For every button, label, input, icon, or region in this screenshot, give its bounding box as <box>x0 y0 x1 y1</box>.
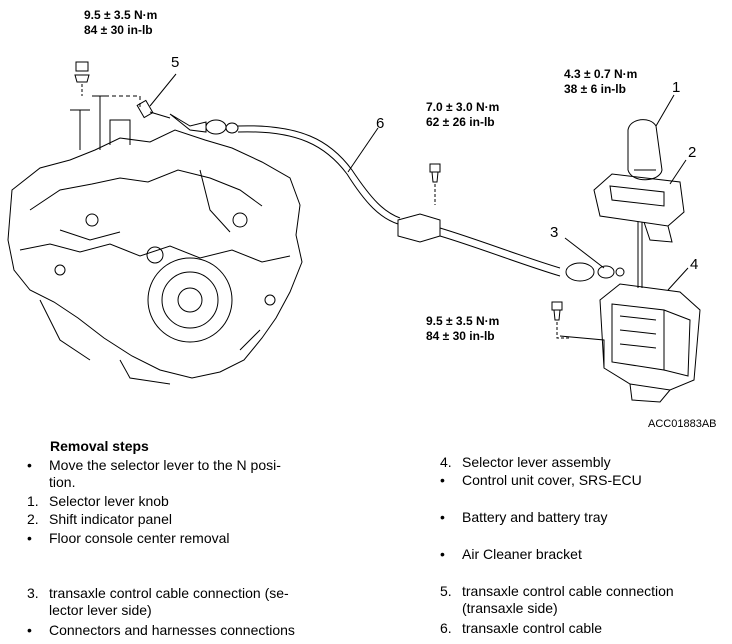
transaxle-bolt-icon <box>74 61 90 96</box>
step-item: • Connectors and harnesses connections <box>27 622 347 639</box>
transaxle-illustration <box>7 95 303 385</box>
step-text: Connectors and harnesses connections <box>49 622 295 638</box>
step-text: Air Cleaner bracket <box>462 546 582 562</box>
step-marker: 6. <box>440 620 452 636</box>
selector-lever-assembly-illustration <box>559 222 701 403</box>
step-item: • Air Cleaner bracket <box>440 546 720 563</box>
figure-id: ACC01883AB <box>648 418 717 430</box>
step-marker: • <box>440 546 445 562</box>
step-marker: • <box>27 530 32 546</box>
step-text: lector lever side) <box>49 602 152 618</box>
step-item: • Floor console center removal <box>27 530 347 547</box>
step-text: Shift indicator panel <box>49 511 172 527</box>
step-item: 5. transaxle control cable connection (t… <box>440 583 720 617</box>
transaxle-control-cable <box>136 99 625 282</box>
callout-4: 4 <box>690 256 699 273</box>
torque-nm: 7.0 ± 3.0 N·m <box>426 100 500 114</box>
step-text: tion. <box>49 474 76 490</box>
step-text: transaxle control cable <box>462 620 603 636</box>
torque-label-knob: 4.3 ± 0.7 N·m 38 ± 6 in-lb <box>564 67 637 97</box>
step-marker: 1. <box>27 493 39 509</box>
torque-inlb: 62 ± 26 in-lb <box>426 115 495 129</box>
bracket-bolt-icon <box>429 163 441 205</box>
step-marker: 3. <box>27 585 39 601</box>
selector-lever-knob-illustration <box>627 119 663 181</box>
step-text: transaxle control cable connection (se- <box>49 585 289 601</box>
callout-6: 6 <box>376 115 385 132</box>
step-item: 2. Shift indicator panel <box>27 511 347 528</box>
step-marker: 4. <box>440 454 452 470</box>
step-marker: • <box>27 622 32 638</box>
step-text: Control unit cover, SRS-ECU <box>462 472 642 488</box>
torque-nm: 4.3 ± 0.7 N·m <box>564 67 638 81</box>
step-marker: • <box>440 509 445 525</box>
step-item: 3. transaxle control cable connection (s… <box>27 585 347 619</box>
torque-inlb: 84 ± 30 in-lb <box>84 23 153 37</box>
step-item: • Battery and battery tray <box>440 509 720 526</box>
step-marker: 2. <box>27 511 39 527</box>
step-text: (transaxle side) <box>462 600 558 616</box>
torque-nm: 9.5 ± 3.5 N·m <box>426 314 500 328</box>
step-text: Floor console center removal <box>49 530 230 546</box>
shift-indicator-panel-illustration <box>593 173 685 243</box>
removal-steps-title: Removal steps <box>50 438 149 454</box>
torque-label-bracket-bolt: 7.0 ± 3.0 N·m 62 ± 26 in-lb <box>426 100 499 130</box>
step-item: 1. Selector lever knob <box>27 493 347 510</box>
torque-nm: 9.5 ± 3.5 N·m <box>84 8 158 22</box>
torque-label-transaxle-bolt: 9.5 ± 3.5 N·m 84 ± 30 in-lb <box>84 8 157 38</box>
step-text: Battery and battery tray <box>462 509 608 525</box>
step-item: 6. transaxle control cable <box>440 620 720 637</box>
callout-1: 1 <box>672 79 681 96</box>
callout-2: 2 <box>688 144 697 161</box>
step-item: • Move the selector lever to the N posi-… <box>27 457 347 491</box>
callout-5: 5 <box>171 54 180 71</box>
torque-label-assembly-bolt: 9.5 ± 3.5 N·m 84 ± 30 in-lb <box>426 314 499 344</box>
callout-3: 3 <box>550 224 559 241</box>
callout-leaders <box>149 73 689 291</box>
step-text: Selector lever knob <box>49 493 169 509</box>
step-item: • Control unit cover, SRS-ECU <box>440 472 720 489</box>
assembly-bolt-icon <box>551 301 570 339</box>
torque-inlb: 38 ± 6 in-lb <box>564 82 626 96</box>
step-marker: 5. <box>440 583 452 599</box>
step-marker: • <box>440 472 445 488</box>
torque-inlb: 84 ± 30 in-lb <box>426 329 495 343</box>
step-item: 4. Selector lever assembly <box>440 454 720 471</box>
step-text: transaxle control cable connection <box>462 583 674 599</box>
exploded-diagram <box>7 61 701 403</box>
step-marker: • <box>27 457 32 473</box>
step-text: Move the selector lever to the N posi- <box>49 457 281 473</box>
step-text: Selector lever assembly <box>462 454 611 470</box>
